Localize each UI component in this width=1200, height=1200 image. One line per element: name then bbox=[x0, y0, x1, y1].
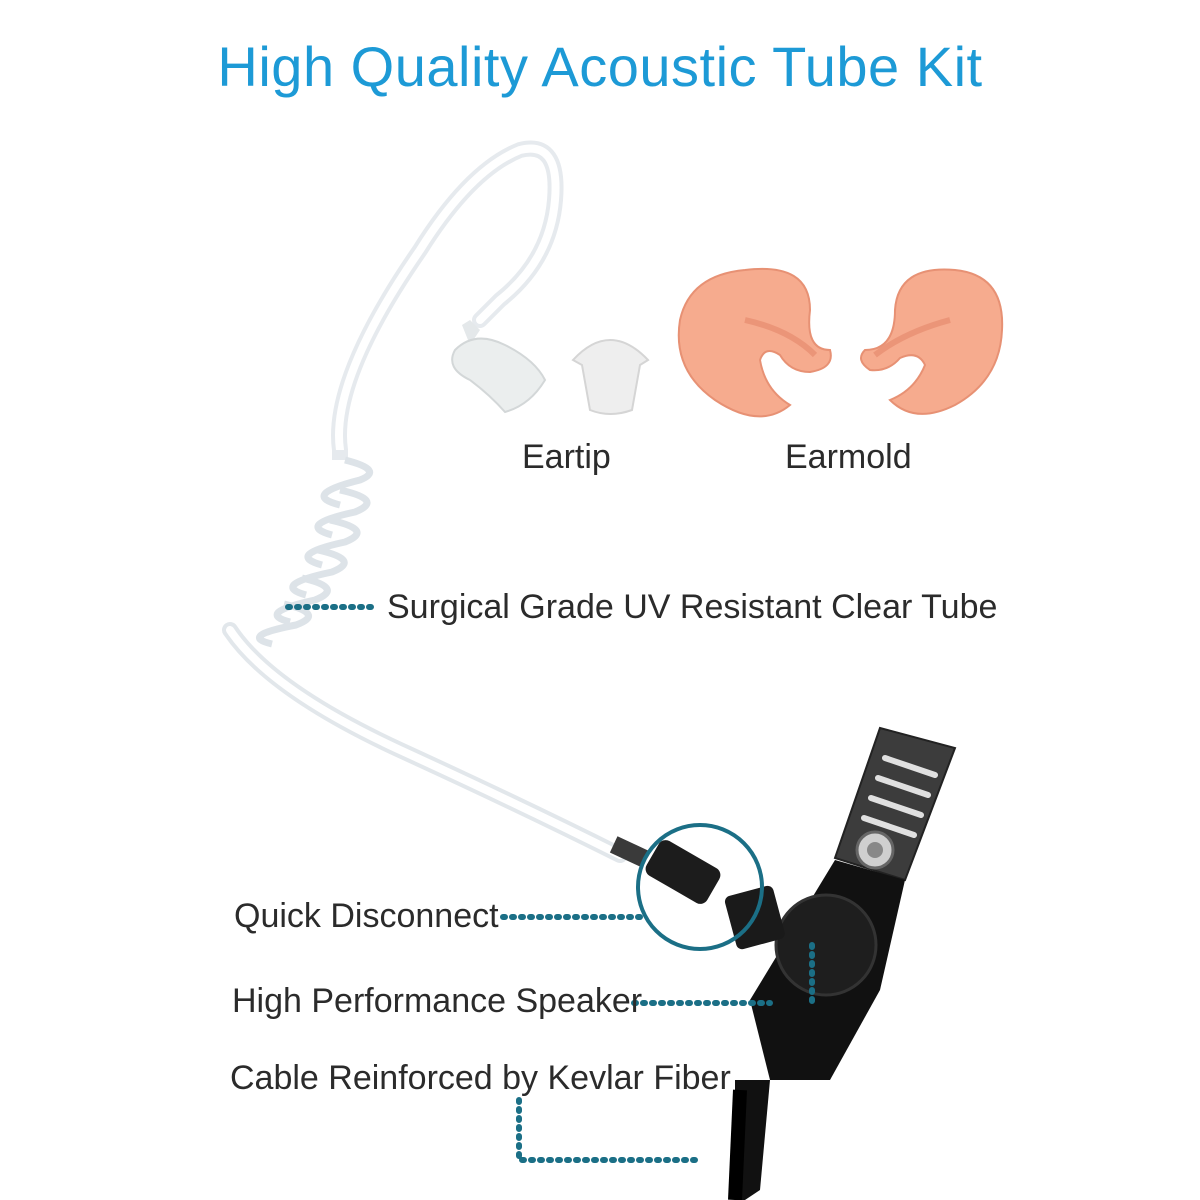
eartip-label: Eartip bbox=[522, 438, 611, 476]
earmold-label: Earmold bbox=[785, 438, 912, 476]
earmold-left-icon bbox=[677, 267, 832, 418]
eartip-on-tube bbox=[451, 320, 547, 414]
earmold-right-icon bbox=[860, 268, 1004, 415]
clear-tube bbox=[331, 140, 564, 460]
callout-lines bbox=[285, 604, 815, 1163]
tube-label: Surgical Grade UV Resistant Clear Tube bbox=[387, 588, 998, 626]
page-title: High Quality Acoustic Tube Kit bbox=[217, 35, 983, 98]
quick-disconnect-plug bbox=[609, 836, 721, 904]
coiled-tube bbox=[256, 456, 374, 648]
speaker-label: High Performance Speaker bbox=[232, 982, 643, 1020]
quick-disconnect-label: Quick Disconnect bbox=[234, 897, 499, 935]
eartip-icon bbox=[571, 339, 650, 415]
tube-lower bbox=[222, 622, 628, 863]
cable-callout-line bbox=[516, 1097, 703, 1163]
speaker-clip-body bbox=[724, 726, 957, 1200]
cable-label: Cable Reinforced by Kevlar Fiber bbox=[230, 1059, 731, 1097]
quick-disconnect-highlight bbox=[636, 823, 764, 951]
